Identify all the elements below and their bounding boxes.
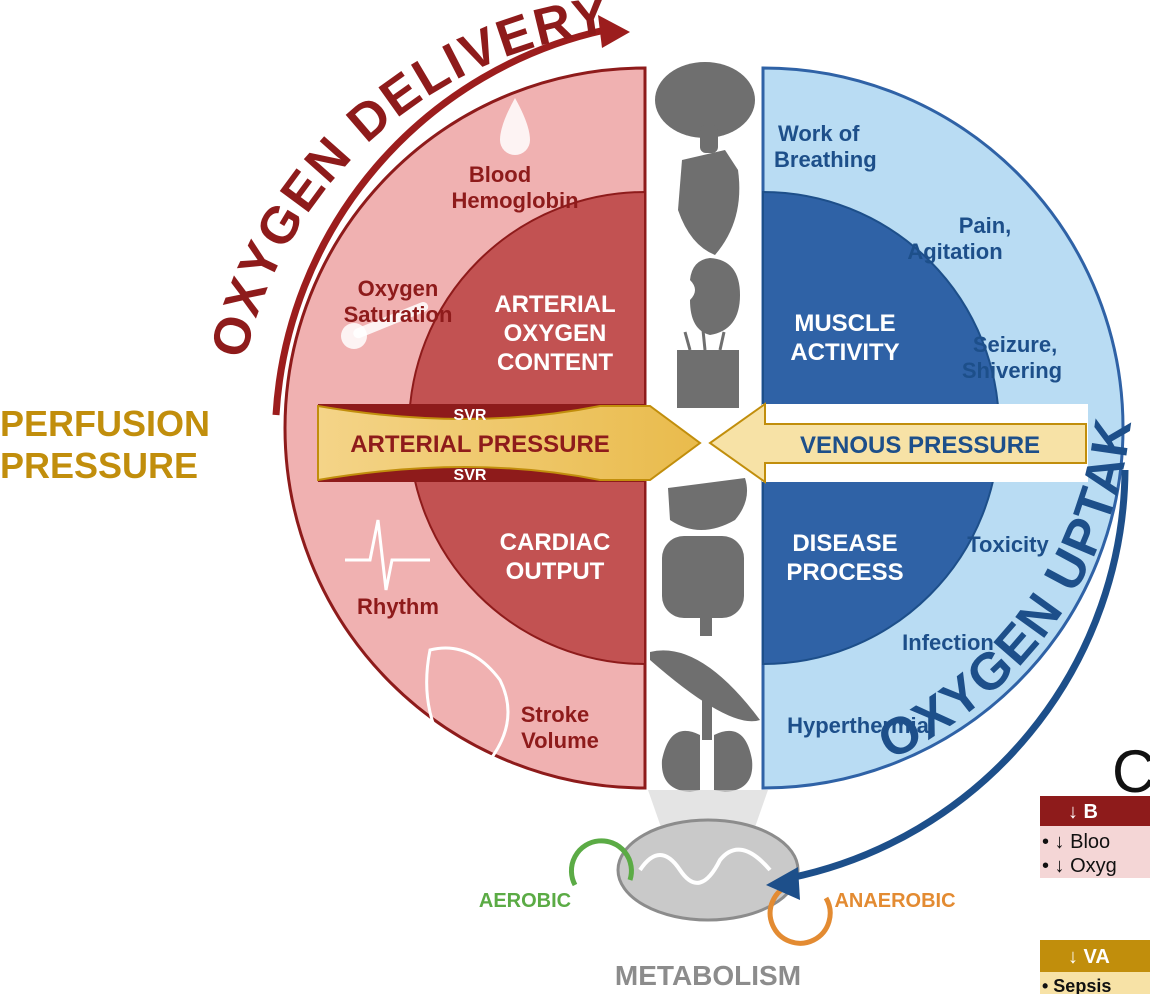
kidney-icon [690,258,740,335]
label-shivering: Shivering [962,358,1062,383]
ecg-rhythm-icon [345,519,430,591]
lungs-icon [661,692,753,792]
anaerobic-cycle-icon [767,882,833,946]
legend-header-1-text: ↓ B [1068,801,1098,823]
inner-bottom-left-line2: OUTPUT [506,558,605,585]
skin-icon [677,329,739,408]
label-breathing: Breathing [774,147,877,172]
label-hyperthermia: Hyperthermia [787,713,930,738]
inner-bottom-right-line2: PROCESS [786,559,903,586]
liver-icon [668,478,748,530]
muscle-icon [650,650,760,722]
label-volume: Volume [521,728,599,753]
legend-panel: C ↓ B • ↓ Bloo • ↓ Oxyg ↓ VA • Sepsis [1040,738,1150,994]
legend-row-2: • ↓ Oxyg [1042,855,1117,877]
arterial-pressure-arrow [317,404,702,482]
label-saturation: Saturation [344,302,453,327]
legend-header-2-text: ↓ VA [1068,946,1110,968]
anaerobic-label: ANAEROBIC [834,890,955,912]
left-panel [283,66,702,790]
label-pain: Pain, [959,213,1012,238]
blood-drop-icon [500,98,530,155]
metabolism-label: METABOLISM [615,960,801,991]
legend-body-1 [1040,826,1150,878]
label-work-of: Work of [778,121,860,146]
oxygen-delivery-arrowhead [598,15,630,48]
arterial-pressure-label: ARTERIAL PRESSURE [350,431,610,458]
svr-label-bottom: SVR [454,467,487,484]
inner-top-left-line3: CONTENT [497,349,613,376]
intestine-icon [662,536,744,636]
oxygen-uptake-arrow [789,469,1129,882]
label-blood: Blood [469,162,531,187]
brain-icon [655,62,755,153]
label-oxygen: Oxygen [358,276,439,301]
perfusion-label-line1: PERFUSION [0,403,210,444]
legend-row-1: • ↓ Bloo [1042,831,1110,853]
label-seizure: Seizure, [973,332,1057,357]
thermometer-icon [341,301,429,349]
aerobic-label: AEROBIC [479,890,571,912]
legend-header-2 [1040,940,1150,972]
aerobic-cycle-icon [568,838,634,887]
heart-icon [678,150,740,255]
inner-top-right-line1: MUSCLE [794,310,895,337]
heart-outline-icon [425,646,510,764]
label-hemoglobin: Hemoglobin [451,188,578,213]
label-agitation: Agitation [907,239,1002,264]
label-stroke: Stroke [521,702,589,727]
label-infection: Infection [902,630,994,655]
inner-bottom-left-line1: CARDIAC [500,529,611,556]
svr-label-top: SVR [454,407,487,424]
venous-pressure-label: VENOUS PRESSURE [800,432,1040,459]
perfusion-label-line2: PRESSURE [0,445,198,486]
legend-big-letter: C [1112,738,1150,805]
oxygen-delivery-arrow [272,26,606,416]
organ-column [650,62,760,792]
right-panel [708,66,1125,790]
legend-row-3: • Sepsis [1042,976,1111,994]
label-rhythm: Rhythm [357,594,439,619]
inner-top-right-line2: ACTIVITY [790,339,899,366]
label-toxicity: Toxicity [967,532,1049,557]
inner-top-left-line2: OXYGEN [504,320,607,347]
inner-bottom-right-line1: DISEASE [792,530,897,557]
venous-pressure-arrow [708,402,1087,484]
inner-top-left-line1: ARTERIAL [494,291,615,318]
legend-body-2 [1040,972,1150,994]
legend-header-1 [1040,796,1150,826]
oxygen-uptake-arrowhead [766,867,800,900]
